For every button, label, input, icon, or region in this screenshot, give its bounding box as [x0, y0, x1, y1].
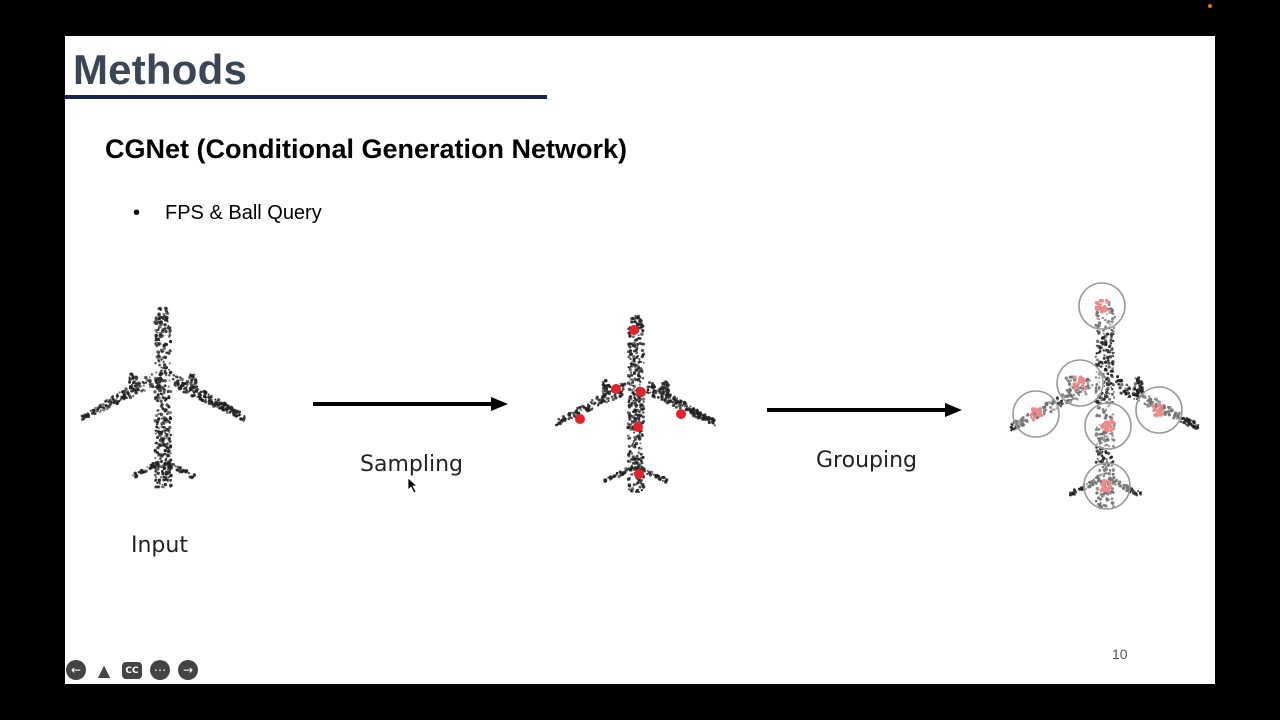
- sampled-point-cloud: [555, 314, 716, 494]
- input-point-cloud: [80, 306, 246, 489]
- label-input: Input: [131, 533, 188, 558]
- page-number: 10: [1112, 646, 1128, 662]
- group-circle: [1083, 462, 1131, 510]
- slide-subtitle: CGNet (Conditional Generation Network): [105, 134, 628, 164]
- label-sampling: Sampling: [360, 452, 463, 477]
- slide: Methods CGNet (Conditional Generation Ne…: [65, 36, 1215, 684]
- sample-point: [676, 409, 686, 419]
- presentation-controls: ← ▲ CC ⋯ →: [66, 660, 198, 680]
- label-grouping: Grouping: [816, 448, 917, 473]
- sample-point: [575, 414, 585, 424]
- sample-points: [575, 325, 686, 479]
- sampling-arrow: [313, 397, 508, 411]
- captions-button[interactable]: CC: [122, 662, 142, 679]
- title-underline: [65, 95, 547, 99]
- group-circle: [1056, 359, 1104, 407]
- more-icon[interactable]: ⋯: [150, 660, 170, 680]
- group-circles: [1012, 282, 1183, 510]
- bullet-text: FPS & Ball Query: [165, 202, 322, 224]
- sample-point: [636, 387, 646, 397]
- sample-point: [634, 469, 644, 479]
- sample-point: [611, 384, 621, 394]
- arrow-right-icon[interactable]: →: [178, 660, 198, 680]
- method-figure: [80, 282, 1200, 510]
- mouse-cursor: [407, 477, 419, 494]
- recording-indicator: [1208, 4, 1212, 8]
- sample-point: [633, 422, 643, 432]
- pointer-icon[interactable]: ▲: [97, 660, 111, 680]
- group-circle: [1012, 390, 1060, 438]
- arrow-left-icon[interactable]: ←: [66, 660, 86, 680]
- bullet-item: • FPS & Ball Query: [133, 202, 322, 225]
- slide-title: Methods: [73, 46, 248, 93]
- bullet-dot: •: [133, 202, 141, 224]
- sample-point: [629, 325, 639, 335]
- grouping-arrow: [767, 403, 962, 417]
- group-circle: [1078, 282, 1126, 330]
